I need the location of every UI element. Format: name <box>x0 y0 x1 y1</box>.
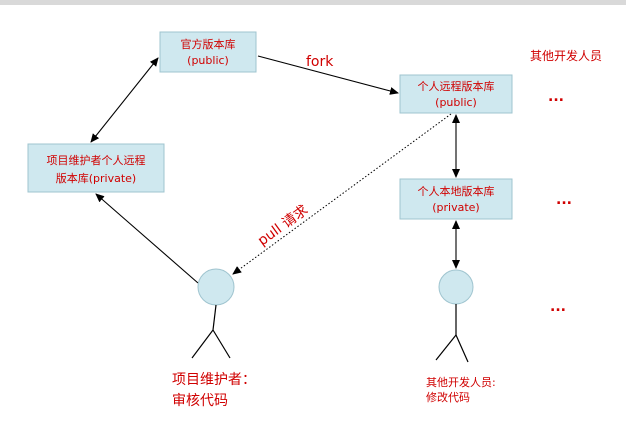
top-bar <box>0 0 626 5</box>
personal-local-title: 个人本地版本库 <box>418 184 495 198</box>
fork-label: fork <box>306 54 334 70</box>
official-repo-subtitle: (public) <box>187 54 229 67</box>
edge-official-maintainer <box>90 57 159 143</box>
edge-fork <box>257 55 399 95</box>
ellipsis-1: ... <box>548 89 564 105</box>
edge-maintainer-actor-repo <box>95 193 199 284</box>
developer-caption-line1: 其他开发人员: <box>426 375 496 389</box>
other-devs-label: 其他开发人员 <box>530 48 602 63</box>
edge-pull-request <box>232 113 452 275</box>
ellipsis-2: ... <box>556 192 572 208</box>
maintainer-caption-line2: 审核代码 <box>172 393 228 409</box>
ellipsis-3: ... <box>550 299 566 315</box>
maintainer-repo-subtitle: 版本库(private) <box>56 171 136 185</box>
person-icon <box>191 268 235 359</box>
node-maintainer-repo: 项目维护者个人远程 版本库(private) <box>27 143 165 193</box>
person-icon <box>435 269 474 363</box>
pull-request-label: pull 请求 <box>255 202 311 249</box>
developer-caption-line2: 修改代码 <box>426 390 470 404</box>
maintainer-caption-line1: 项目维护者： <box>172 372 256 388</box>
personal-local-subtitle: (private) <box>432 201 479 214</box>
maintainer-repo-title: 项目维护者个人远程 <box>47 153 146 167</box>
node-personal-local-repo: 个人本地版本库 (private) <box>399 178 513 220</box>
node-personal-remote-repo: 个人远程版本库 (public) <box>399 74 513 114</box>
personal-remote-title: 个人远程版本库 <box>418 79 495 93</box>
official-repo-title: 官方版本库 <box>181 37 236 51</box>
node-official-repo: 官方版本库 (public) <box>159 31 257 73</box>
personal-remote-subtitle: (public) <box>435 96 477 109</box>
